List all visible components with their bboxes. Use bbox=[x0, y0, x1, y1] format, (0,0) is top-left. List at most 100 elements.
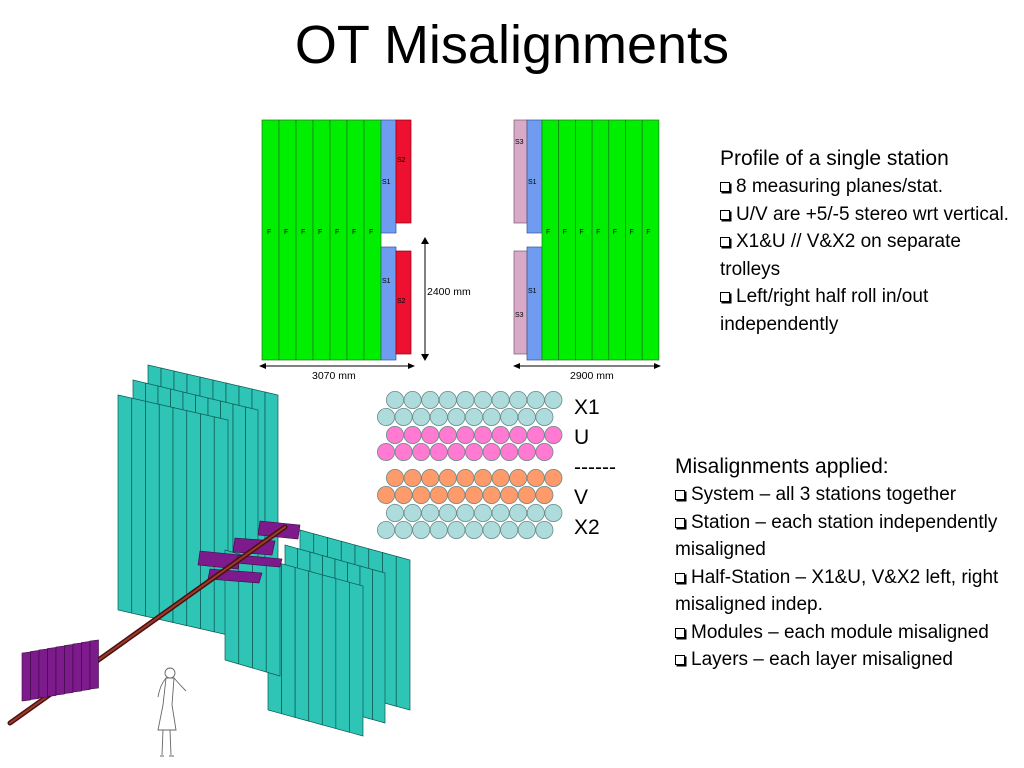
module-strip bbox=[513, 119, 528, 224]
straw-tube bbox=[474, 504, 493, 523]
straw-tube bbox=[385, 426, 405, 445]
straw-tube bbox=[517, 443, 536, 462]
plane-panel bbox=[117, 394, 133, 614]
checkbox-bullet-icon bbox=[720, 292, 730, 302]
straw-tube bbox=[447, 407, 466, 427]
straw-tube bbox=[456, 504, 475, 523]
module-strip bbox=[329, 119, 348, 361]
straw-tube bbox=[526, 504, 545, 523]
plane-panel bbox=[265, 561, 281, 677]
misalignments-heading: Misalignments applied: bbox=[675, 455, 889, 478]
module-label: S1 bbox=[382, 278, 391, 285]
checkbox-bullet-icon bbox=[675, 490, 685, 500]
straw-tube bbox=[394, 407, 413, 427]
module-strip bbox=[575, 119, 593, 361]
profile-item: 8 measuring planes/stat. bbox=[720, 173, 1020, 201]
profile-item: Left/right half roll in/out independentl… bbox=[720, 286, 929, 335]
checkbox-bullet-icon bbox=[720, 182, 730, 192]
straw-tube bbox=[394, 486, 413, 505]
module-label: F bbox=[369, 229, 373, 236]
module-strip bbox=[312, 119, 331, 361]
module-strip bbox=[541, 119, 560, 361]
plane-panel bbox=[131, 397, 146, 617]
straw-tube bbox=[403, 390, 422, 410]
module-strip bbox=[295, 119, 314, 361]
plane-panel bbox=[281, 563, 296, 718]
straw-tube bbox=[544, 469, 563, 488]
module-strip bbox=[363, 119, 382, 361]
straw-tube bbox=[526, 426, 545, 445]
module-label: S1 bbox=[528, 288, 537, 295]
checkbox-bullet-icon bbox=[675, 517, 685, 528]
module-label: F bbox=[613, 229, 617, 236]
module-strip bbox=[591, 119, 610, 361]
straw-tube bbox=[517, 486, 536, 505]
straw-tube bbox=[517, 520, 536, 539]
front-module-panel bbox=[55, 645, 65, 696]
straw-tube bbox=[438, 426, 457, 445]
layer-u: U bbox=[574, 426, 590, 449]
straw-tube bbox=[412, 407, 431, 427]
plane-panel bbox=[335, 578, 350, 733]
straw-tube bbox=[429, 407, 448, 427]
straw-tube bbox=[509, 504, 528, 523]
straw-tube bbox=[421, 469, 440, 488]
misalignment-item: Modules – each module misaligned bbox=[675, 619, 1020, 647]
straw-tube bbox=[465, 443, 484, 462]
misalignment-item: System – all 3 stations together bbox=[675, 481, 1020, 509]
straw-tube bbox=[535, 407, 554, 427]
module-strip bbox=[513, 250, 528, 355]
module-strip bbox=[608, 119, 626, 361]
plane-panel bbox=[372, 569, 386, 724]
profile-item: X1&U // V&X2 on separate trolleys bbox=[720, 231, 961, 280]
straw-tube bbox=[385, 504, 405, 523]
human-figure-scale bbox=[157, 667, 187, 757]
module-label: S1 bbox=[528, 179, 537, 186]
front-module-panel bbox=[64, 644, 74, 694]
straw-tube bbox=[474, 390, 493, 410]
left-width-dimension bbox=[259, 363, 415, 369]
layer-v: V bbox=[574, 486, 589, 509]
module-label: F bbox=[284, 229, 288, 236]
straw-tube bbox=[429, 486, 448, 505]
module-strip bbox=[526, 246, 543, 361]
straw-tubes bbox=[376, 390, 563, 539]
plane-panel bbox=[172, 407, 188, 627]
plane-panel bbox=[145, 400, 160, 620]
straw-tube bbox=[474, 426, 493, 445]
checkbox-bullet-icon bbox=[675, 627, 685, 638]
straw-tube bbox=[509, 469, 528, 488]
straw-tube bbox=[376, 443, 396, 462]
module-label: F bbox=[301, 229, 305, 236]
straw-tube bbox=[500, 486, 519, 505]
misalignment-item: Station – each station independently mis… bbox=[675, 511, 998, 560]
straw-tube bbox=[544, 426, 563, 445]
straw-tube bbox=[465, 407, 484, 427]
straw-tube bbox=[456, 426, 475, 445]
slide-title: OT Misalignments bbox=[294, 15, 730, 75]
layer-x2: X2 bbox=[574, 516, 600, 539]
straw-tube bbox=[544, 504, 563, 523]
straw-tube bbox=[456, 390, 475, 410]
straw-tube bbox=[509, 390, 528, 410]
plane-panel bbox=[395, 555, 411, 711]
module-strip bbox=[558, 119, 576, 361]
straw-tube bbox=[412, 443, 431, 462]
module-label: S1 bbox=[382, 179, 391, 186]
module-strip bbox=[278, 119, 297, 361]
plane-panel bbox=[308, 570, 323, 726]
profile-item: U/V are +5/-5 stereo wrt vertical. bbox=[720, 201, 1020, 229]
module-label: F bbox=[563, 229, 567, 236]
straw-tube bbox=[491, 390, 510, 410]
detector-3d-illustration bbox=[7, 364, 411, 757]
front-module-panel bbox=[72, 642, 82, 693]
straw-tube bbox=[500, 443, 519, 462]
left-width-label: 3070 mm bbox=[312, 370, 356, 382]
straw-tube bbox=[412, 520, 431, 539]
layer-cross-section bbox=[376, 390, 563, 539]
straw-tube bbox=[535, 520, 554, 539]
straw-tube bbox=[385, 390, 405, 410]
module-label: S2 bbox=[397, 157, 406, 164]
